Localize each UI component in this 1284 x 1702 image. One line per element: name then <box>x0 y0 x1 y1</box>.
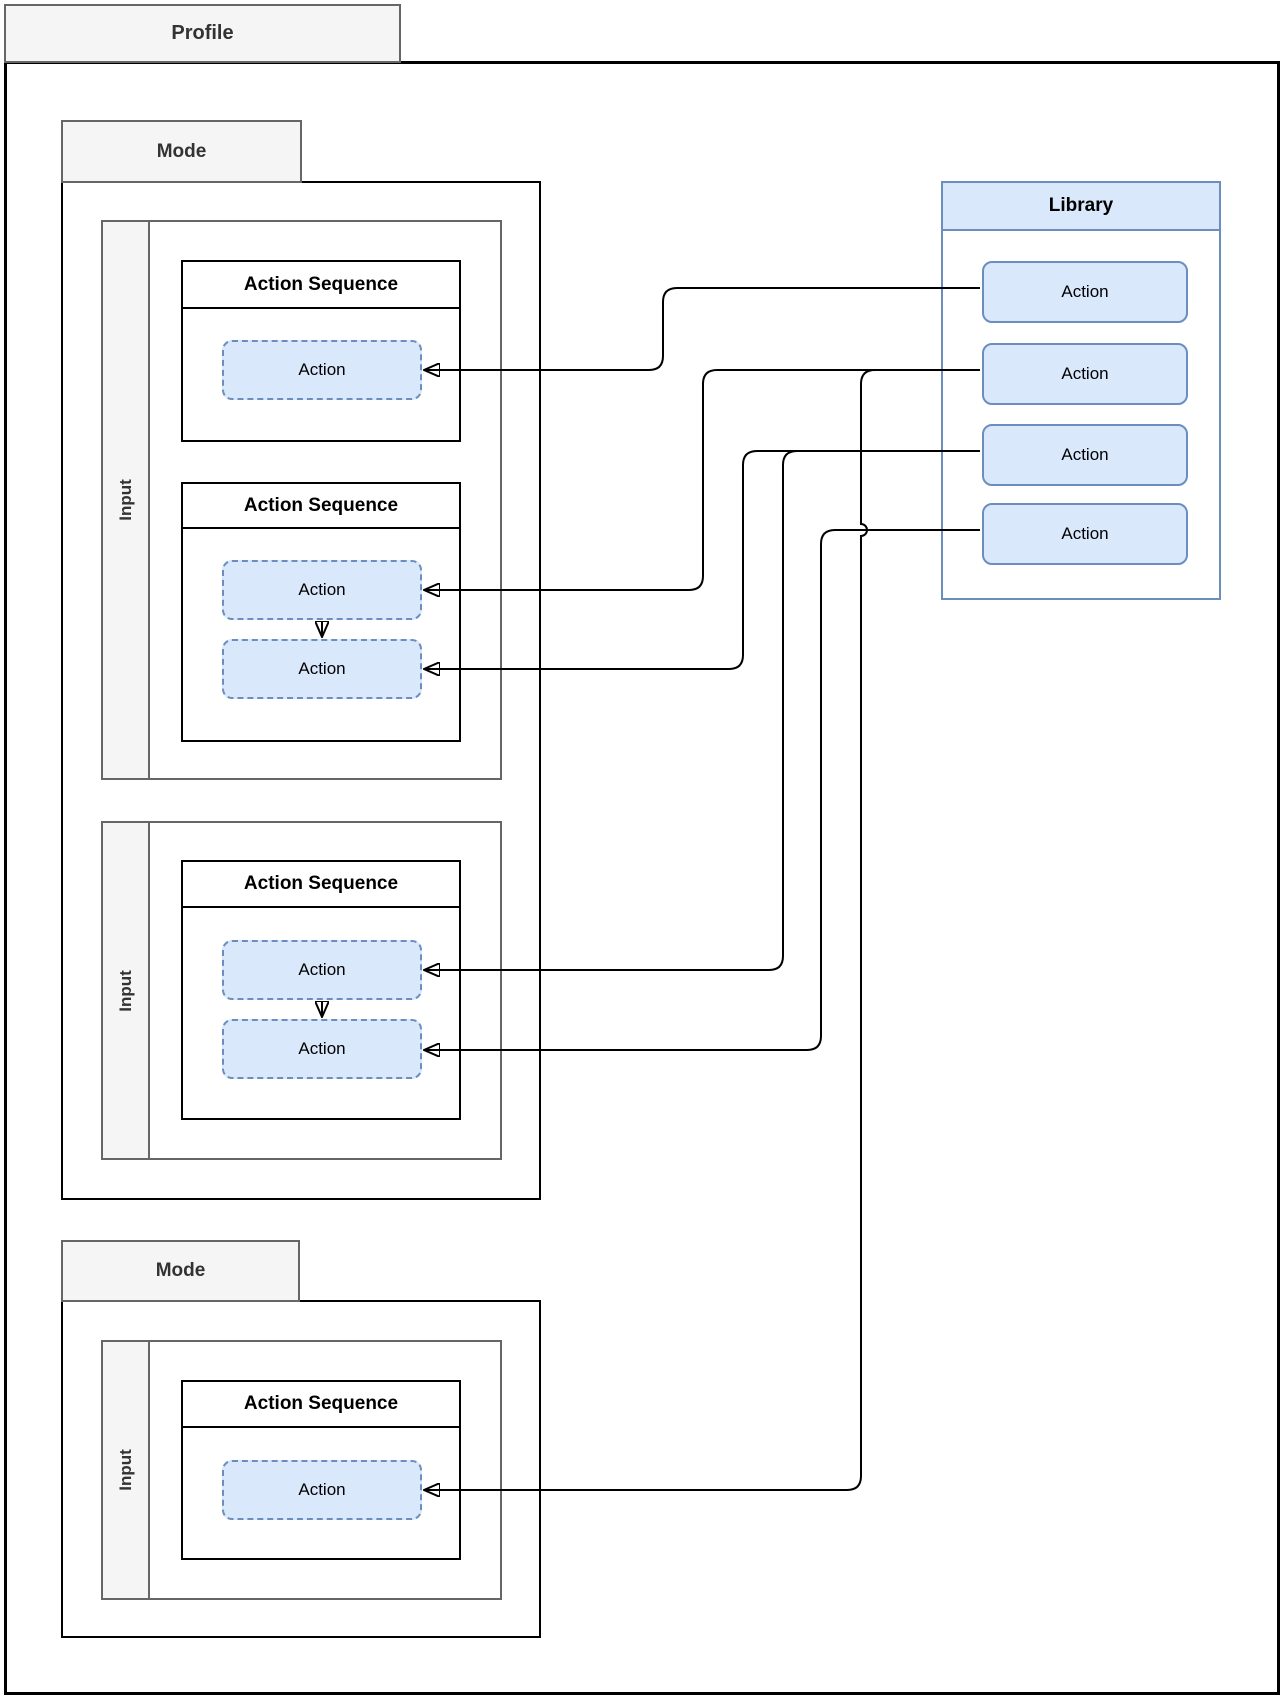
input-lane-2-label: Input <box>115 969 135 1012</box>
action-node-2-label: Action <box>298 580 346 599</box>
library-action-4-label: Action <box>1061 524 1109 543</box>
action-node-6-label: Action <box>298 1480 346 1499</box>
action-node-1-label: Action <box>298 360 346 379</box>
action-node-5: Action <box>222 1019 422 1079</box>
action-sequence-3-title: Action Sequence <box>183 862 459 908</box>
library-action-3-label: Action <box>1061 445 1109 464</box>
action-node-4: Action <box>222 940 422 1000</box>
library-box: Library Action Action Action Action <box>941 181 1221 600</box>
action-node-6: Action <box>222 1460 422 1520</box>
action-node-2: Action <box>222 560 422 620</box>
mode-1-tab: Mode <box>61 120 302 183</box>
library-action-4: Action <box>982 503 1188 565</box>
input-lane-1-strip: Input <box>103 222 150 778</box>
action-node-3-label: Action <box>298 659 346 678</box>
input-lane-1-label: Input <box>115 479 135 521</box>
action-sequence-1-title: Action Sequence <box>183 262 459 309</box>
library-action-3: Action <box>982 424 1188 486</box>
library-action-2: Action <box>982 343 1188 405</box>
mode-2-label: Mode <box>155 1260 206 1281</box>
library-action-2-label: Action <box>1061 364 1109 383</box>
mode-2-tab: Mode <box>61 1240 300 1302</box>
profile-label: Profile <box>171 22 234 44</box>
library-header: Library <box>943 183 1219 231</box>
action-node-3: Action <box>222 639 422 699</box>
mode-1-label: Mode <box>156 140 207 162</box>
library-action-1: Action <box>982 261 1188 323</box>
library-title: Library <box>1048 195 1114 216</box>
action-sequence-2-title: Action Sequence <box>183 484 459 529</box>
profile-tab: Profile <box>4 4 401 63</box>
library-action-1-label: Action <box>1061 282 1109 301</box>
input-lane-2-strip: Input <box>103 823 150 1158</box>
action-sequence-4-title: Action Sequence <box>183 1382 459 1428</box>
action-node-5-label: Action <box>298 1039 346 1058</box>
input-lane-3-strip: Input <box>103 1342 150 1598</box>
action-node-1: Action <box>222 340 422 400</box>
action-node-4-label: Action <box>298 960 346 979</box>
input-lane-3-label: Input <box>115 1449 135 1491</box>
